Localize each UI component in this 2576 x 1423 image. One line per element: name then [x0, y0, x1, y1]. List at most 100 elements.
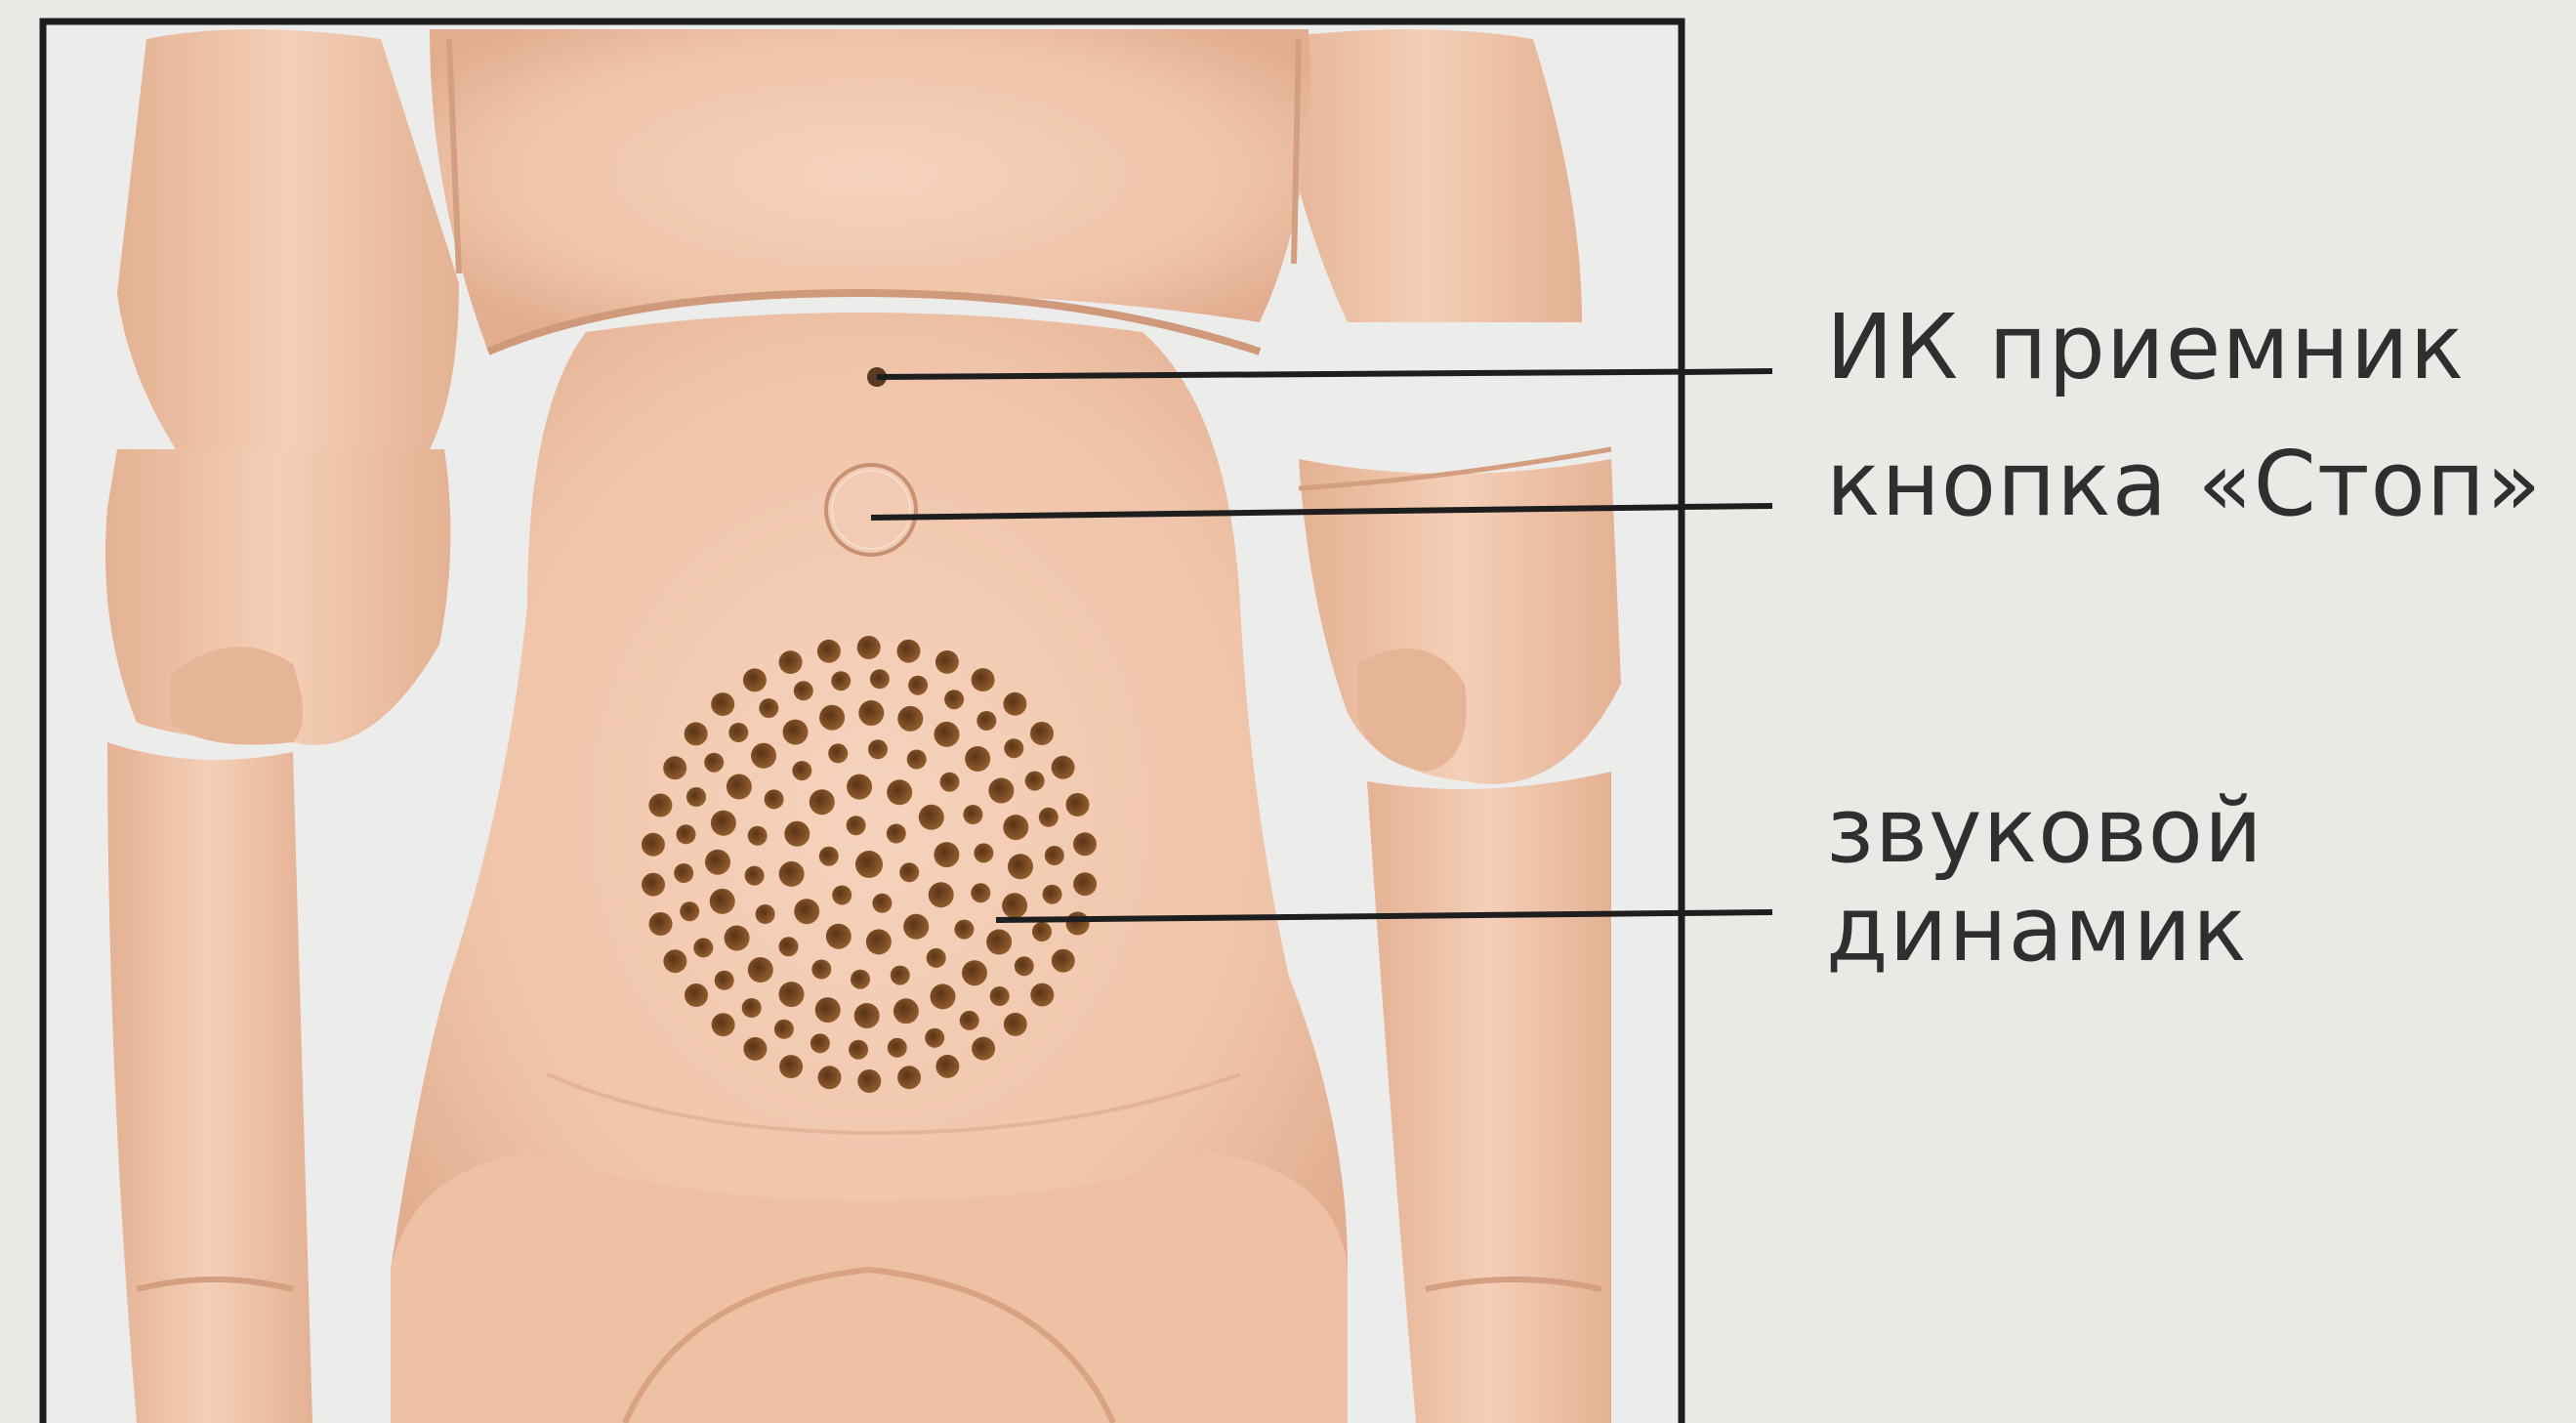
- stop-button-label: кнопка «Стоп»: [1826, 435, 2542, 533]
- speaker-hole: [855, 851, 883, 878]
- speaker-hole: [779, 1055, 803, 1078]
- speaker-hole: [774, 1020, 794, 1039]
- speaker-hole: [748, 957, 773, 983]
- speaker-hole: [868, 739, 888, 759]
- speaker-hole: [944, 690, 964, 709]
- speaker-hole: [908, 676, 928, 695]
- speaker-hole: [935, 650, 959, 674]
- speaker-hole: [903, 914, 929, 940]
- speaker-hole: [1002, 893, 1027, 918]
- speaker-hole: [819, 705, 845, 731]
- speaker-hole: [1003, 692, 1026, 716]
- speaker-hole: [925, 1028, 944, 1048]
- speaker-hole: [899, 862, 919, 882]
- speaker-hole: [831, 671, 851, 691]
- speaker-hole: [897, 706, 923, 732]
- speaker-hole: [927, 948, 946, 968]
- speaker-hole: [872, 894, 892, 913]
- speaker-hole: [727, 774, 752, 800]
- speaker-hole: [963, 805, 982, 824]
- speaker-hole: [940, 773, 960, 792]
- speaker-hole: [854, 1003, 880, 1028]
- speaker-hole: [648, 794, 672, 817]
- speaker-hole: [811, 960, 831, 980]
- speaker-hole: [1032, 922, 1052, 942]
- speaker-hole: [779, 937, 799, 956]
- speaker-hole: [965, 746, 990, 772]
- speaker-hole: [728, 723, 748, 742]
- speaker-hole: [783, 720, 809, 745]
- speaker-hole: [919, 805, 944, 830]
- speaker-hole: [857, 1069, 881, 1093]
- speaker-hole: [1066, 793, 1090, 816]
- speaker-hole: [685, 984, 708, 1007]
- speaker-hole: [986, 930, 1012, 955]
- speaker-hole: [847, 774, 872, 800]
- speaker-hole: [972, 1037, 995, 1061]
- speaker-hole: [1066, 912, 1090, 936]
- speaker-hole: [779, 982, 805, 1007]
- speaker-hole: [976, 711, 996, 731]
- speaker-hole: [817, 640, 841, 663]
- speaker-hole: [1073, 832, 1097, 856]
- speaker-hole: [960, 1011, 979, 1030]
- speaker-hole: [857, 636, 881, 659]
- speaker-hole: [674, 863, 693, 883]
- speaker-label-line1: звуковой: [1826, 781, 2264, 880]
- speaker-hole: [819, 847, 839, 866]
- speaker-hole: [832, 886, 852, 905]
- speaker-hole: [710, 889, 735, 914]
- speaker-hole: [704, 753, 724, 773]
- speaker-hole: [828, 743, 848, 763]
- speaker-hole: [742, 998, 762, 1018]
- speaker-hole: [815, 997, 841, 1023]
- speaker-hole: [907, 750, 927, 770]
- speaker-hole: [988, 778, 1014, 804]
- speaker-hole: [849, 1040, 868, 1060]
- stop-button-icon[interactable]: [826, 465, 916, 555]
- speaker-hole: [851, 970, 870, 989]
- speaker-hole: [887, 824, 906, 844]
- speaker-hole: [711, 692, 734, 716]
- speaker-hole: [990, 986, 1010, 1006]
- speaker-hole: [870, 669, 890, 689]
- speaker-hole: [810, 1033, 830, 1053]
- speaker-hole: [888, 1038, 907, 1058]
- speaker-hole: [712, 1013, 735, 1036]
- speaker-hole: [971, 883, 990, 902]
- speaker-hole: [779, 861, 805, 887]
- speaker-hole: [972, 668, 995, 691]
- speaker-hole: [792, 761, 811, 780]
- speaker-hole: [935, 1055, 959, 1078]
- speaker-hole: [929, 882, 954, 907]
- speaker-label-line2: динамик: [1826, 880, 2264, 979]
- speaker-hole: [1004, 1013, 1027, 1036]
- speaker-hole: [642, 873, 665, 897]
- speaker-hole: [934, 842, 959, 867]
- speaker-label: звуковой динамик: [1826, 781, 2264, 979]
- speaker-hole: [974, 843, 993, 862]
- speaker-hole: [748, 826, 768, 846]
- speaker-hole: [779, 650, 803, 674]
- speaker-hole: [1025, 772, 1045, 791]
- speaker-hole: [931, 984, 956, 1009]
- speaker-hole: [759, 698, 778, 718]
- speaker-hole: [663, 949, 686, 973]
- speaker-hole: [784, 821, 810, 847]
- speaker-hole: [1043, 885, 1062, 904]
- speaker-hole: [1052, 756, 1075, 779]
- speaker-hole: [826, 924, 852, 949]
- speaker-hole: [810, 789, 835, 815]
- speaker-hole: [1039, 808, 1059, 827]
- speaker-hole: [866, 929, 892, 954]
- speaker-hole: [1008, 854, 1033, 879]
- speaker-hole: [891, 966, 910, 985]
- speaker-hole: [1004, 738, 1023, 758]
- speaker-hole: [677, 824, 696, 844]
- speaker-hole: [962, 960, 987, 985]
- speaker-hole: [818, 1066, 842, 1089]
- ir-receiver-label: ИК приемник: [1826, 298, 2465, 397]
- speaker-hole: [743, 668, 767, 691]
- speaker-hole: [705, 850, 730, 875]
